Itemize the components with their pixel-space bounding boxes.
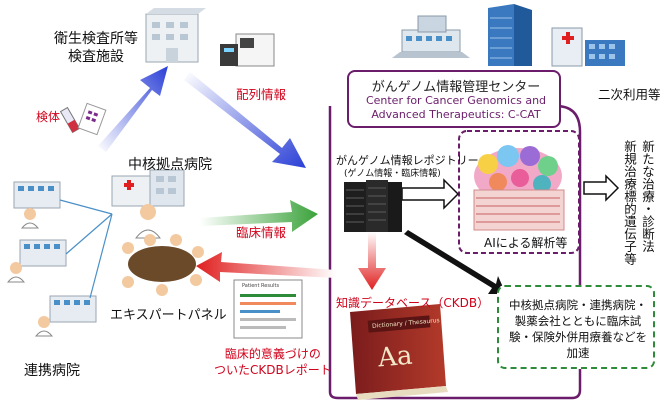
arrow-repository-to-ai: [401, 178, 460, 210]
cooperating-hospital-2-icon: [6, 239, 67, 283]
test-tube-icon: [59, 102, 107, 136]
arrow-to-facility: [98, 66, 168, 152]
dictionary-book-icon: [350, 304, 448, 400]
expert-panel-label: エキスパートパネル: [110, 308, 227, 323]
report-title-label: Patient Results: [242, 283, 280, 289]
sample-label: 検体: [36, 110, 61, 124]
inspection-facility-icon: [145, 8, 206, 63]
server-rack-icon: [344, 180, 402, 232]
hospital-building-icon: [551, 27, 625, 67]
ckdb-label: 知識データベース（CKDB）: [336, 296, 490, 310]
arrow-ai-to-discovery: [583, 174, 620, 202]
expert-panel-meeting-icon: [122, 234, 204, 296]
ckdb-report-label: 臨床的意義づけの ついたCKDBレポート: [214, 347, 332, 377]
acceleration-note-text: 中核拠点病院・連携病院・製薬会社とともに臨床試験・保険外併用療養などを加速: [509, 298, 647, 360]
doctor-icon: [134, 204, 162, 239]
center-english-name: Center for Cancer Genomics and Advanced …: [365, 94, 547, 121]
discovery-label-col2: 新規治療標的遺伝子等: [622, 140, 637, 265]
inspection-facility-label: 衛生検査所等 検査施設: [54, 31, 138, 65]
dictionary-letters-label: Aa: [376, 340, 414, 374]
cooperating-hospital-3-icon: [34, 295, 97, 337]
secondary-use-label: 二次利用等: [598, 87, 661, 102]
arrow-to-note: [404, 230, 506, 294]
discovery-label-col1: 新たな治療・診断法: [640, 140, 655, 253]
center-title: がんゲノム情報管理センター: [371, 80, 541, 95]
sequence-info-label: 配列情報: [236, 87, 287, 102]
clinical-info-label: 臨床情報: [236, 225, 287, 240]
arrow-repository-to-ckdb: [358, 232, 386, 290]
cooperating-hospital-1-icon: [13, 181, 61, 229]
building-icon: [392, 15, 470, 58]
arrow-clinical-to-center: [200, 200, 318, 232]
report-document-icon: [233, 279, 303, 339]
sequencer-icon: [220, 33, 275, 67]
center-title-box: がんゲノム情報管理センター Center for Cancer Genomics…: [347, 70, 561, 128]
arrow-report-to-panel: [196, 252, 336, 282]
hospital-network-lines: [59, 199, 113, 299]
core-hospital-icon: [111, 169, 185, 207]
core-hospital-label: 中核拠点病院: [128, 157, 212, 173]
repository-label: がんゲノム情報レポジトリー: [336, 154, 479, 167]
center-container-border: [328, 104, 582, 400]
ai-analysis-label: AIによる解析等: [484, 236, 568, 250]
arrow-sequence-to-center: [184, 72, 306, 168]
repository-sub-label: (ゲノム情報・臨床情報): [344, 169, 441, 179]
cooperating-hospital-label: 連携病院: [24, 363, 80, 379]
ai-brain-icon: [473, 145, 565, 231]
acceleration-note-box: 中核拠点病院・連携病院・製薬会社とともに臨床試験・保険外併用療養などを加速: [497, 285, 655, 369]
skyscraper-icon: [488, 4, 532, 66]
